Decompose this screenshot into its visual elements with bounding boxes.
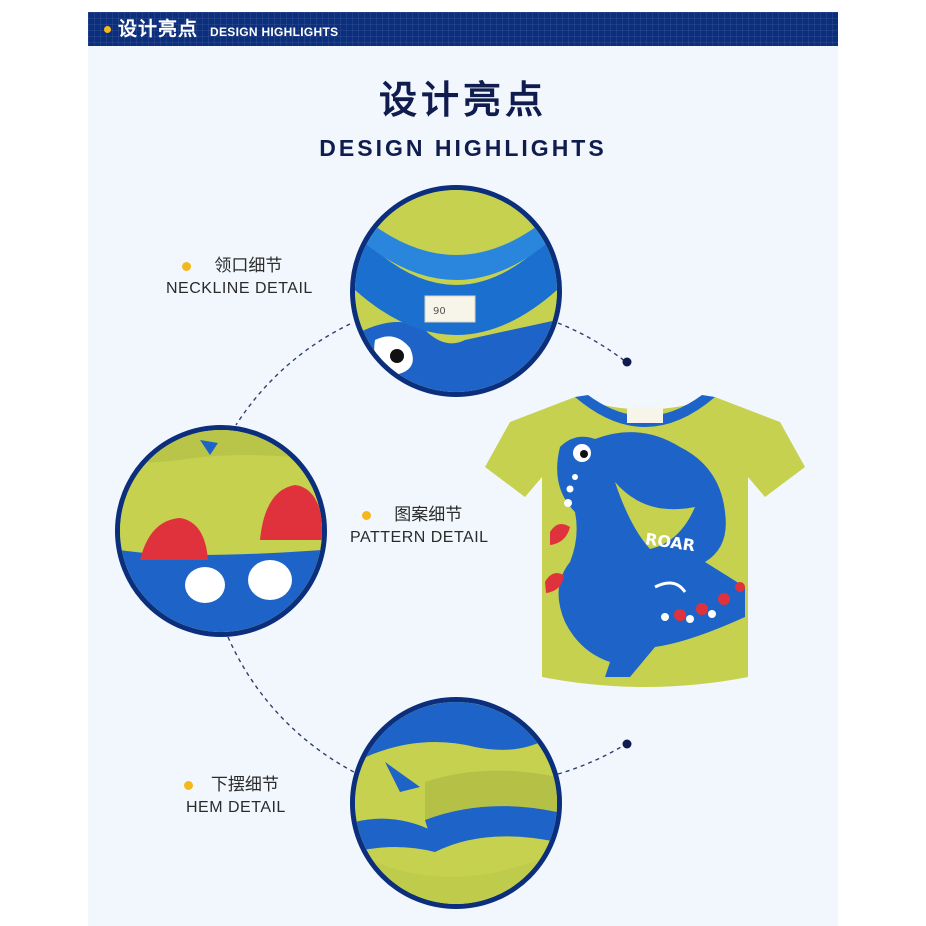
neckline-detail-cn: 领口细节 (214, 256, 283, 276)
bullet-dot-icon (362, 511, 371, 520)
neckline-detail-en: NECKLINE DETAIL (166, 280, 313, 297)
hem-detail-en: HEM DETAIL (186, 799, 286, 816)
neckline-detail-image: 90 (350, 185, 562, 397)
pattern-detail-en: PATTERN DETAIL (350, 529, 489, 546)
section-title-en: DESIGN HIGHLIGHTS (210, 25, 339, 39)
section-title-cn: 设计亮点 (118, 18, 199, 40)
dashed-arc-connector (227, 322, 632, 775)
pattern-detail-image (115, 425, 327, 637)
connector-dot-icon (622, 739, 632, 749)
page-title-cn: 设计亮点 (378, 78, 547, 122)
bullet-dot-icon (182, 262, 191, 271)
hem-detail-cn: 下摆细节 (210, 775, 279, 795)
page-title-en: DESIGN HIGHLIGHTS (319, 135, 607, 161)
hem-detail-image (350, 697, 562, 909)
size-tag-text: 90 (433, 306, 446, 317)
connector-dot-icon (622, 357, 632, 367)
bullet-dot-icon (184, 781, 193, 790)
section-header-bar: 设计亮点 DESIGN HIGHLIGHTS (88, 12, 838, 46)
hem-detail-label: 下摆细节 HEM DETAIL (184, 774, 286, 818)
pattern-detail-cn: 图案细节 (394, 505, 463, 525)
pattern-detail-label: 图案细节 PATTERN DETAIL (350, 504, 489, 548)
design-highlights-panel: 设计亮点 DESIGN HIGHLIGHTS 设计亮点 DESIGN HIGHL… (88, 12, 838, 926)
neckline-detail-label: 领口细节 NECKLINE DETAIL (166, 255, 313, 299)
dinosaur-tshirt-image: ROAR (480, 377, 810, 707)
bullet-dot-icon (104, 26, 111, 33)
